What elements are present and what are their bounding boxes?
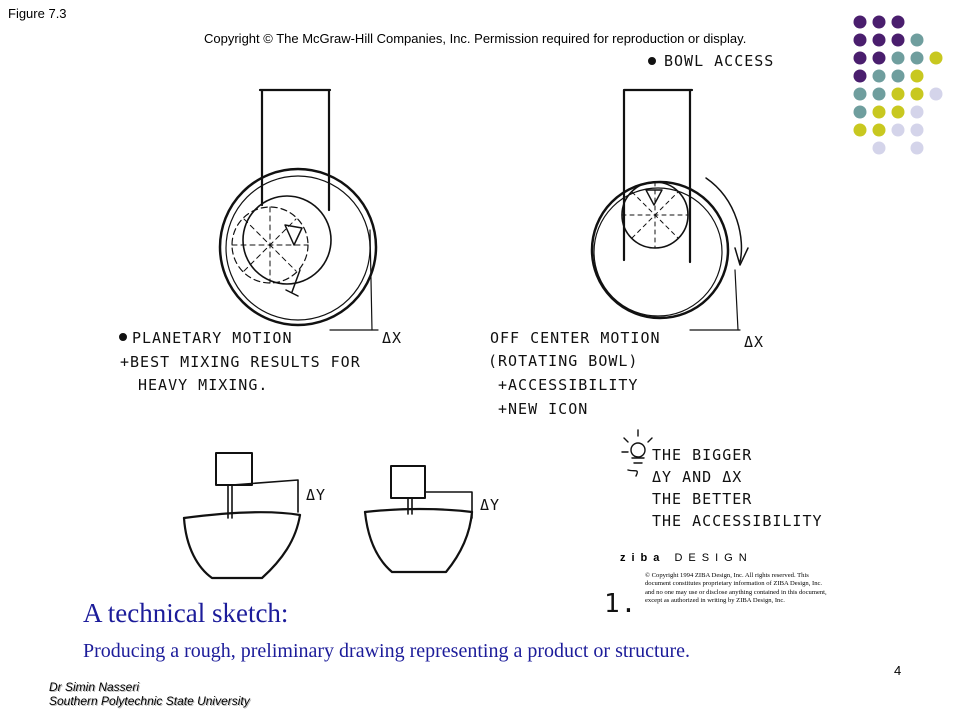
decorative-dot: [872, 33, 886, 47]
decorative-dot: [853, 69, 867, 83]
note-planetary-1: PLANETARY MOTION: [132, 329, 293, 347]
planetary-mixer-sketch: [218, 88, 379, 331]
note-delta-x-left: ΔX: [382, 329, 402, 347]
note-offcenter-4: +NEW ICON: [498, 400, 588, 418]
decorative-dot: [872, 123, 886, 137]
decorative-dot: [872, 141, 886, 155]
decorative-dot: [872, 87, 886, 101]
figure-label: Figure 7.3: [8, 6, 67, 21]
note-planetary-2: +BEST MIXING RESULTS FOR: [120, 353, 361, 371]
decorative-dot: [929, 51, 943, 65]
decorative-dot: [910, 141, 924, 155]
off-center-mixer-sketch: [590, 88, 749, 331]
author-name: Dr Simin Nasseri: [49, 680, 140, 694]
decorative-dot: [910, 33, 924, 47]
decorative-dot: [853, 87, 867, 101]
decorative-dot: [853, 105, 867, 119]
decorative-dot: [910, 105, 924, 119]
decorative-dot: [872, 15, 886, 29]
decorative-dot: [891, 105, 905, 119]
decorative-dot: [891, 87, 905, 101]
decorative-dot: [891, 51, 905, 65]
decorative-dot: [910, 51, 924, 65]
slide-title: A technical sketch:: [83, 598, 289, 628]
decorative-dot: [891, 69, 905, 83]
lightbulb-icon: [621, 429, 653, 477]
decorative-dot: [872, 51, 886, 65]
note-offcenter-1: OFF CENTER MOTION: [490, 329, 661, 347]
decorative-dot: [929, 87, 943, 101]
author-block: Dr Simin Nasseri Southern Polytechnic St…: [49, 680, 250, 708]
decorative-dot: [910, 69, 924, 83]
decorative-dot: [853, 51, 867, 65]
ziba-brand-name: ziba: [620, 552, 666, 564]
note-bowl-access: BOWL ACCESS: [664, 52, 774, 70]
ziba-copyright: © Copyright 1994 ZIBA Design, Inc. All r…: [645, 572, 827, 605]
note-delta-y-left: ΔY: [306, 486, 326, 504]
page-number: 4: [894, 663, 902, 678]
note-bigger-1: THE BIGGER: [652, 446, 752, 464]
copyright-notice: Copyright © The McGraw-Hill Companies, I…: [204, 31, 747, 46]
decorative-dot: [891, 15, 905, 29]
note-offcenter-2: (ROTATING BOWL): [488, 352, 638, 370]
bowl-side-view-left: [182, 452, 302, 580]
decorative-dot: [910, 123, 924, 137]
note-bigger-3: THE BETTER: [652, 490, 752, 508]
decorative-dot: [853, 15, 867, 29]
decorative-dot: [853, 123, 867, 137]
note-bigger-2: ΔY AND ΔX: [652, 468, 742, 486]
bullet-planetary: [119, 333, 127, 341]
decorative-dot: [891, 33, 905, 47]
decorative-dot: [872, 105, 886, 119]
ziba-brand: ziba DESIGN: [620, 552, 753, 564]
note-sheet-number: 1.: [604, 589, 637, 619]
decorative-dot-grid: [853, 15, 943, 155]
note-delta-x-right: ΔX: [744, 333, 764, 351]
decorative-dot: [853, 33, 867, 47]
decorative-dot: [872, 69, 886, 83]
author-institution: Southern Polytechnic State University: [49, 694, 250, 708]
bullet-bowl-access: [648, 57, 656, 65]
note-planetary-3: HEAVY MIXING.: [138, 376, 268, 394]
decorative-dot: [891, 123, 905, 137]
note-bigger-4: THE ACCESSIBILITY: [652, 512, 823, 530]
slide-subtitle: Producing a rough, preliminary drawing r…: [83, 640, 691, 662]
ziba-logo: ziba DESIGN: [620, 548, 753, 566]
note-offcenter-3: +ACCESSIBILITY: [498, 376, 638, 394]
bowl-side-view-right: [363, 465, 474, 574]
note-delta-y-right: ΔY: [480, 496, 500, 514]
ziba-design-word: DESIGN: [674, 552, 753, 564]
decorative-dot: [910, 87, 924, 101]
